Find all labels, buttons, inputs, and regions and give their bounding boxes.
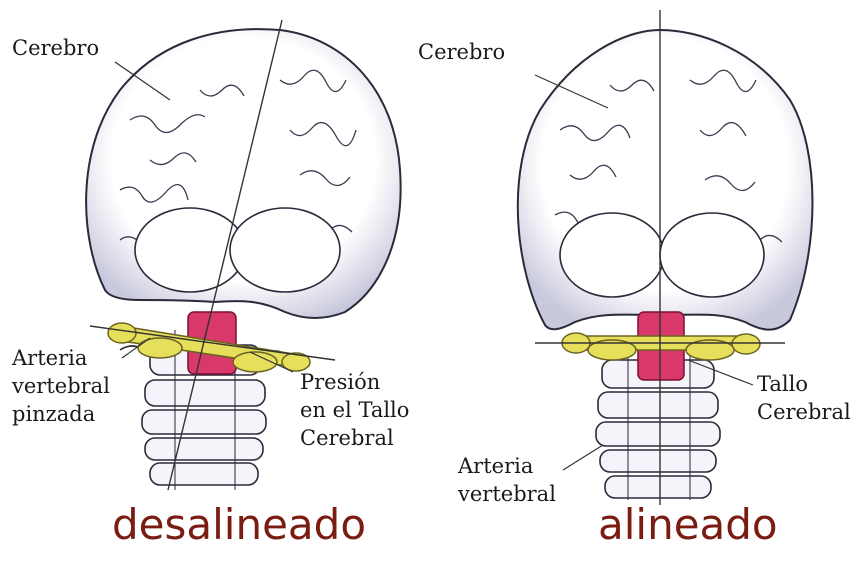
right-artery-label-line: vertebral — [458, 480, 556, 508]
left-brain-label: Cerebro — [12, 34, 99, 62]
left-artery-label-line: pinzada — [12, 400, 110, 428]
left-artery-label-line: Arteria — [12, 344, 110, 372]
left-artery-label-line: vertebral — [12, 372, 110, 400]
right-stem-label: Tallo Cerebral — [757, 370, 851, 426]
right-skull-outline — [518, 30, 813, 330]
right-stem-label-line: Cerebral — [757, 398, 851, 426]
left-caption: desalineado — [112, 500, 366, 550]
right-brain-label: Cerebro — [418, 38, 505, 66]
left-pressure-label-line: Cerebral — [300, 424, 409, 452]
left-pressure-label-line: Presión — [300, 368, 409, 396]
right-artery-label-line: Arteria — [458, 452, 556, 480]
right-skull-figure — [518, 10, 813, 505]
right-stem-label-line: Tallo — [757, 370, 851, 398]
right-artery-label: Arteria vertebral — [458, 452, 556, 508]
right-caption: alineado — [598, 500, 778, 550]
right-artery-leader — [563, 445, 603, 470]
left-pressure-label-line: en el Tallo — [300, 396, 409, 424]
left-pressure-label: Presión en el Tallo Cerebral — [300, 368, 409, 452]
left-artery-label: Arteria vertebral pinzada — [12, 344, 110, 428]
